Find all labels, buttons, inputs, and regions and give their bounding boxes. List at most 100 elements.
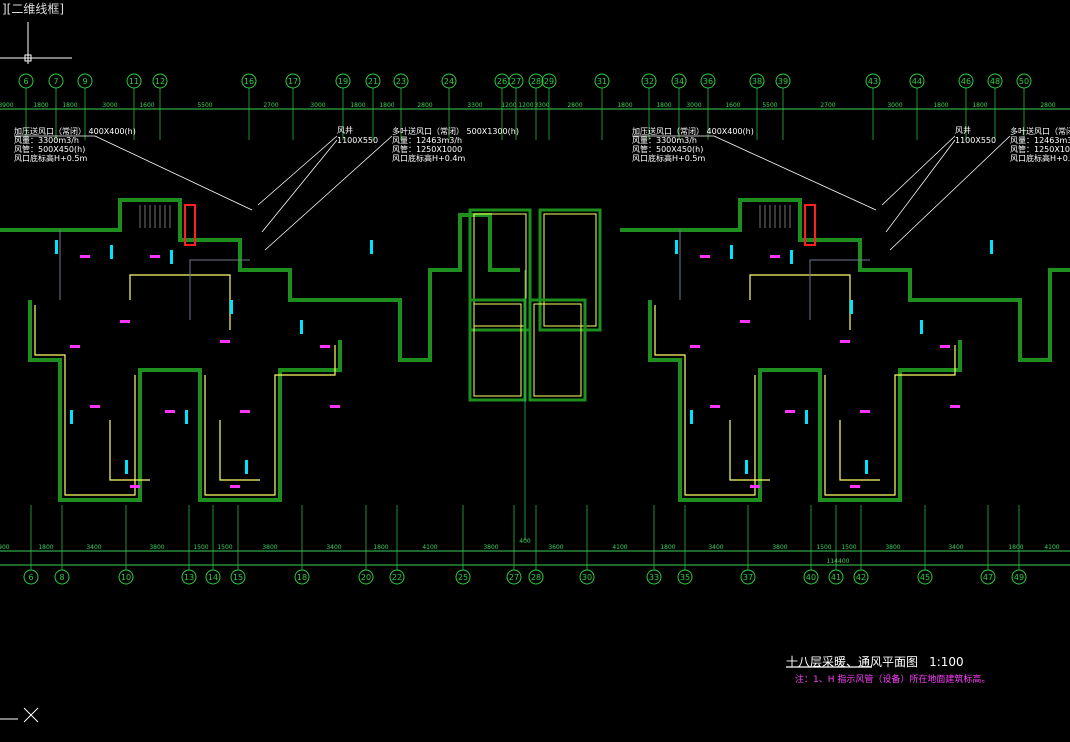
bottom-axis-bubble <box>646 569 662 585</box>
window-cyan <box>675 240 678 254</box>
air-terminal-tag <box>165 410 175 413</box>
bottom-dimension-text: 1500 <box>217 544 232 551</box>
callout-left-shaft: 风井 1100X550 <box>257 125 378 233</box>
top-dimension-text: 2700 <box>820 102 835 109</box>
bottom-axis-bubble <box>917 569 933 585</box>
bottom-axis-bubble <box>118 569 134 585</box>
top-dimension-text: 2700 <box>263 102 278 109</box>
top-axis-label: 19 <box>338 77 348 86</box>
left-note-1-line2: 风量：3300m3/h <box>14 136 79 145</box>
viewport-label[interactable]: ][二维线框] <box>2 2 65 16</box>
bottom-axis-bubble <box>1011 569 1027 585</box>
bottom-axis-label: 6 <box>28 573 33 582</box>
air-terminal-tag <box>120 320 130 323</box>
bottom-dimension-text: 3400 <box>326 544 341 551</box>
top-axis-bubble <box>285 73 301 89</box>
bottom-axis-label: 22 <box>392 573 402 582</box>
bottom-axis-bubble <box>677 569 693 585</box>
duct-shaft-red <box>804 204 816 246</box>
air-terminal-tag <box>690 345 700 348</box>
top-axis-bubble <box>700 73 716 89</box>
left-shaft-size: 1100X550 <box>337 136 378 145</box>
bottom-axis-label: 10 <box>121 573 131 582</box>
top-axis-label: 44 <box>912 77 922 86</box>
top-dimension-text: 1800 <box>972 102 987 109</box>
callout-right-note-1: 多叶送风口（常闭） 500X1300(h) 风量：12463m3/h 风管：12… <box>264 126 519 251</box>
top-axis-label: 46 <box>961 77 971 86</box>
top-axis-bubble <box>365 73 381 89</box>
air-terminal-tag <box>940 345 950 348</box>
bottom-axis-bubble <box>828 569 844 585</box>
interior-wall-yellow <box>204 345 336 496</box>
right-shaft-label: 风井 <box>955 125 971 135</box>
structure-line <box>189 259 250 320</box>
top-axis-bubble <box>749 73 765 89</box>
core-wall-yellow <box>473 213 527 327</box>
duct-shaft-red <box>184 204 196 246</box>
top-dimension-text: 2800 <box>1040 102 1055 109</box>
bottom-dimension-text: 4100 <box>422 544 437 551</box>
top-axis-label: 39 <box>778 77 788 86</box>
interior-wall-yellow <box>654 305 756 496</box>
core-wall-green <box>468 208 532 332</box>
interior-wall-yellow <box>219 420 260 481</box>
right-note-2-line3: 风管：1250X1000 <box>1010 144 1070 154</box>
top-dimension-text: 3300 <box>534 102 549 109</box>
core-wall-green <box>538 208 602 332</box>
bottom-axis-bubble <box>980 569 996 585</box>
bottom-axis-label: 15 <box>233 573 243 582</box>
callout-right-shaft: 风井 1100X550 <box>881 125 996 233</box>
top-axis-bubble <box>671 73 687 89</box>
top-axis-label: 29 <box>544 77 554 86</box>
bottom-dimension-text: 3600 <box>548 544 563 551</box>
top-axis-label: 50 <box>1019 77 1029 86</box>
top-axis-bubble <box>393 73 409 89</box>
top-axis-bubble <box>441 73 457 89</box>
top-axis-bubble <box>48 73 64 89</box>
top-dimension-text: 1200 <box>518 102 533 109</box>
bottom-axis-label: 20 <box>361 573 371 582</box>
bottom-axis-bubble <box>54 569 70 585</box>
interior-wall-yellow <box>129 274 231 330</box>
bottom-axis-bubble <box>803 569 819 585</box>
top-axis-bubble <box>528 73 544 89</box>
window-cyan <box>690 410 693 424</box>
callout-left-note-2: 加压送风口（常闭） 400X400(h) 风量：3300m3/h 风管：500X… <box>632 126 877 211</box>
top-dimension-text: 5500 <box>197 102 212 109</box>
drawing-title: 十八层采暖、通风平面图 <box>786 655 919 669</box>
bottom-dimension-text: 1800 <box>38 544 53 551</box>
air-terminal-tag <box>770 255 780 258</box>
air-terminal-tag <box>320 345 330 348</box>
air-terminal-tag <box>860 410 870 413</box>
bottom-axis-bubble <box>506 569 522 585</box>
top-dimension-text: 1800 <box>62 102 77 109</box>
bottom-axis-bubble <box>740 569 756 585</box>
air-terminal-tag <box>850 485 860 488</box>
window-cyan <box>990 240 993 254</box>
air-terminal-tag <box>710 405 720 408</box>
bottom-axis-bubble <box>358 569 374 585</box>
air-terminal-tag <box>70 345 80 348</box>
bottom-dimension-text: 4100 <box>1044 544 1059 551</box>
right-note-1-line3: 风管：1250X1000 <box>392 144 462 154</box>
left-note-1-line4: 风口底标高H+0.5m <box>14 153 87 163</box>
top-dimension-text: 1800 <box>350 102 365 109</box>
top-axis-bubble <box>241 73 257 89</box>
top-dimension-text: 1600 <box>139 102 154 109</box>
window-cyan <box>865 460 868 474</box>
left-note-1-line3: 风管：500X450(h) <box>14 144 85 154</box>
top-dimension-text: 1800 <box>933 102 948 109</box>
center-dimension-text: 400 <box>519 538 531 545</box>
top-axis-label: 12 <box>155 77 165 86</box>
top-axis-bubble <box>541 73 557 89</box>
top-axis-label: 36 <box>703 77 713 86</box>
building-unit-left <box>0 198 520 502</box>
top-dimension-text: 3000 <box>686 102 701 109</box>
air-terminal-tag <box>700 255 710 258</box>
top-dimension-text: 2800 <box>567 102 582 109</box>
bottom-axis-label: 28 <box>531 573 541 582</box>
bottom-axis-label: 35 <box>680 573 690 582</box>
